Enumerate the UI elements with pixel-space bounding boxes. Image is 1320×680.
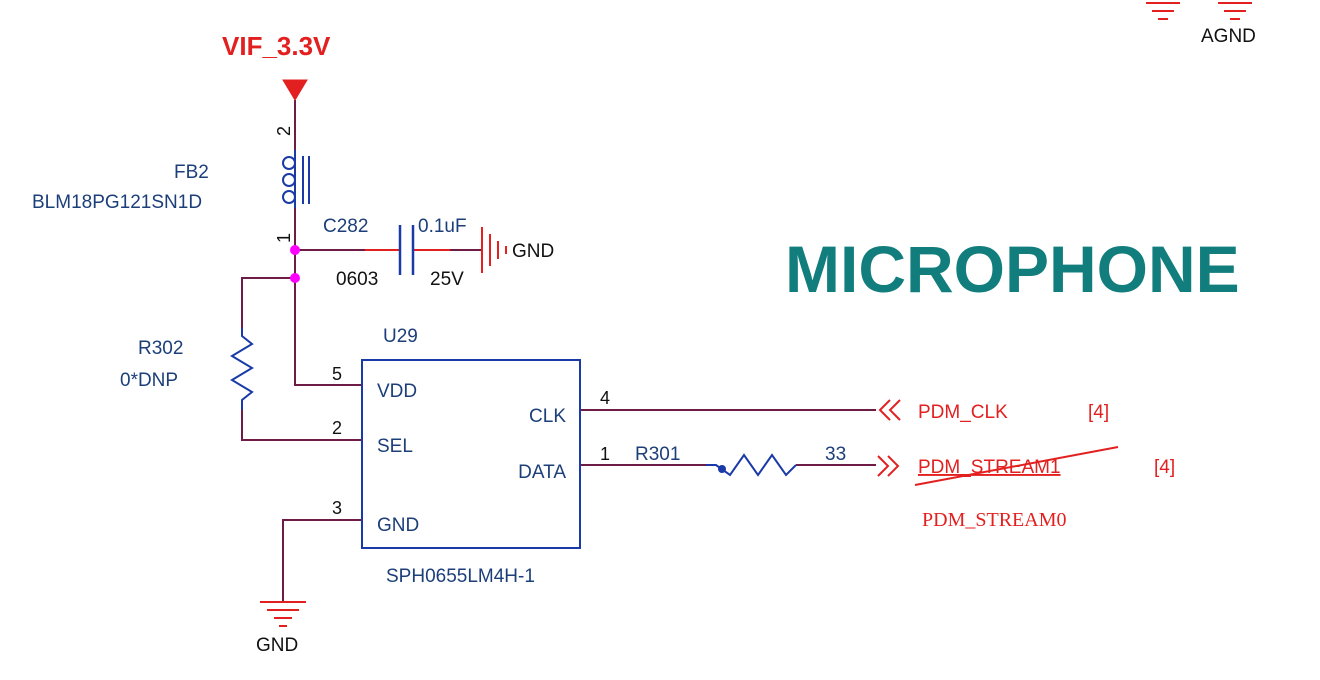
power-arrow-icon (282, 79, 308, 101)
r301-value: 33 (825, 444, 846, 465)
pin-gnd-name: GND (377, 515, 419, 536)
microphone-u29: U29 SPH0655LM4H-1 5 VDD 2 SEL 3 GND 4 CL… (332, 326, 610, 587)
ground-symbol-bottom (260, 601, 306, 627)
u29-part: SPH0655LM4H-1 (386, 566, 535, 587)
pin-vdd-number: 5 (332, 364, 342, 384)
ground-bottom-label: GND (256, 635, 298, 656)
net-clk-sheet-ref: [4] (1088, 402, 1109, 423)
fb2-value: BLM18PG121SN1D (32, 192, 202, 213)
ground-symbol-cap (481, 227, 507, 273)
agnd-label: AGND (1201, 26, 1256, 47)
pin-clk-number: 4 (600, 388, 610, 408)
u29-ref: U29 (383, 326, 418, 347)
page-title: MICROPHONE (785, 232, 1240, 306)
junction-dot (290, 245, 300, 255)
fb2-coil (282, 190, 296, 204)
c282-voltage: 25V (430, 269, 464, 290)
resistor-zigzag (230, 328, 254, 410)
net-data-replacement: PDM_STREAM0 (922, 509, 1066, 531)
power-rail: VIF_3.3V (222, 31, 331, 101)
pin-clk-name: CLK (529, 406, 566, 427)
net-data-sheet-ref: [4] (1154, 457, 1175, 478)
resistor-r302: R302 0*DNP (120, 328, 254, 410)
wire-fb2-to-vdd (294, 208, 362, 386)
net-port-data (877, 455, 900, 477)
cap-ground-label: GND (512, 241, 554, 262)
ground-symbol-top-right (1146, 2, 1252, 20)
net-data-strike (914, 446, 1119, 486)
wire-gnd-pin (282, 519, 362, 602)
fb2-pin-top: 2 (274, 126, 294, 136)
c282-value: 0.1uF (418, 216, 467, 237)
net-clk-label: PDM_CLK (918, 402, 1008, 423)
resistor-zigzag (706, 453, 797, 477)
fb2-ref: FB2 (174, 162, 209, 183)
port-chevron-icon (888, 399, 901, 421)
c282-ref: C282 (323, 216, 368, 237)
capacitor-c282: C282 0.1uF 0603 25V (323, 216, 467, 290)
port-chevron-icon (877, 455, 890, 477)
u29-body (361, 359, 581, 549)
fb2-coil (282, 156, 296, 170)
power-rail-label: VIF_3.3V (222, 31, 331, 61)
junction-dot (290, 273, 300, 283)
r301-ref: R301 (635, 444, 680, 465)
ferrite-bead-fb2: 2 1 FB2 BLM18PG121SN1D (32, 126, 310, 243)
resistor-r301: R301 33 (635, 444, 846, 477)
net-data-label: PDM_STREAM1 (918, 457, 1061, 478)
wire-r302-top (241, 277, 295, 328)
wire-r302-to-sel (241, 410, 362, 441)
pin-gnd-number: 3 (332, 498, 342, 518)
fb2-coil (282, 173, 296, 187)
fb2-pin-bottom: 1 (274, 233, 294, 243)
pin-data-number: 1 (600, 444, 610, 464)
wires (241, 100, 876, 602)
pin-vdd-name: VDD (377, 381, 417, 402)
pin-sel-name: SEL (377, 436, 413, 457)
pin-sel-number: 2 (332, 418, 342, 438)
port-chevron-icon (887, 455, 900, 477)
net-port-clk (878, 399, 901, 421)
r302-value: 0*DNP (120, 370, 178, 391)
r302-ref: R302 (138, 338, 183, 359)
c282-package: 0603 (336, 269, 378, 290)
port-chevron-icon (878, 399, 891, 421)
pin-data-name: DATA (518, 462, 566, 483)
